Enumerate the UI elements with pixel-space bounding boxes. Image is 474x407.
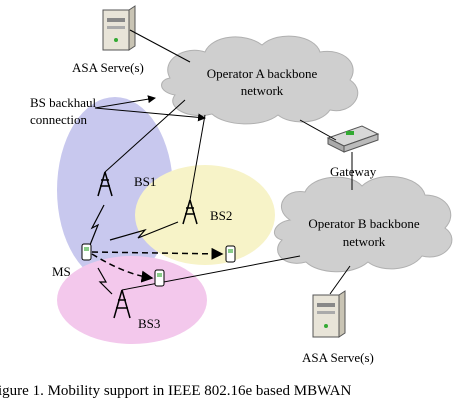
backhaul-arrow-1 <box>94 95 156 109</box>
ms-label: MS <box>52 264 71 279</box>
gateway-label: Gateway <box>330 164 377 179</box>
operator-a-cloud: Operator A backbone network <box>161 35 359 125</box>
wireless-link-bs3 <box>97 267 113 295</box>
asa-server-bottom-label: ASA Serve(s) <box>302 350 374 365</box>
ms-phone-moving-down-icon <box>154 269 165 287</box>
backhaul-label-line1: BS backhaul <box>30 95 96 110</box>
backhaul-arrow-2 <box>94 107 206 122</box>
bs2-tower-icon <box>182 199 198 225</box>
bs1-backhaul <box>104 99 186 173</box>
bs2-backhaul <box>189 114 206 201</box>
asa-server-top-icon <box>102 5 136 51</box>
ms-phone-moving-right-icon <box>225 245 236 263</box>
asa-server-bottom-icon <box>312 290 346 338</box>
cloud-b-to-server-bottom <box>329 265 351 295</box>
bs1-label: BS1 <box>134 174 156 189</box>
bs3-label: BS3 <box>138 316 160 331</box>
ms-mobility-path-horizontal <box>91 247 224 260</box>
bs2-cell <box>135 165 275 265</box>
ms-mobility-path-curved <box>91 253 154 283</box>
server-top-to-cloud-a <box>129 29 191 63</box>
gateway-icon <box>326 125 380 153</box>
wireless-link-bs1 <box>87 204 105 251</box>
figure-caption: igure 1. Mobility support in IEEE 802.16… <box>0 383 352 399</box>
backhaul-label-line2: connection <box>30 112 88 127</box>
ms-phone-icon <box>81 243 92 261</box>
cloud-a-title-line1: Operator A backbone <box>207 66 318 81</box>
asa-server-top-label: ASA Serve(s) <box>72 60 144 75</box>
bs1-tower-icon <box>97 171 113 197</box>
bs2-label: BS2 <box>210 208 232 223</box>
bs3-cell <box>57 256 207 344</box>
cloud-b-title-line2: network <box>343 234 386 249</box>
bs3-backhaul <box>121 255 301 291</box>
wireless-link-bs2 <box>109 221 179 241</box>
cloud-b-title-line1: Operator B backbone <box>308 216 419 231</box>
cloud-a-to-gateway <box>299 119 337 141</box>
bs3-tower-icon <box>113 289 131 319</box>
operator-b-cloud: Operator B backbone network <box>273 175 453 273</box>
cloud-a-title-line2: network <box>241 83 284 98</box>
